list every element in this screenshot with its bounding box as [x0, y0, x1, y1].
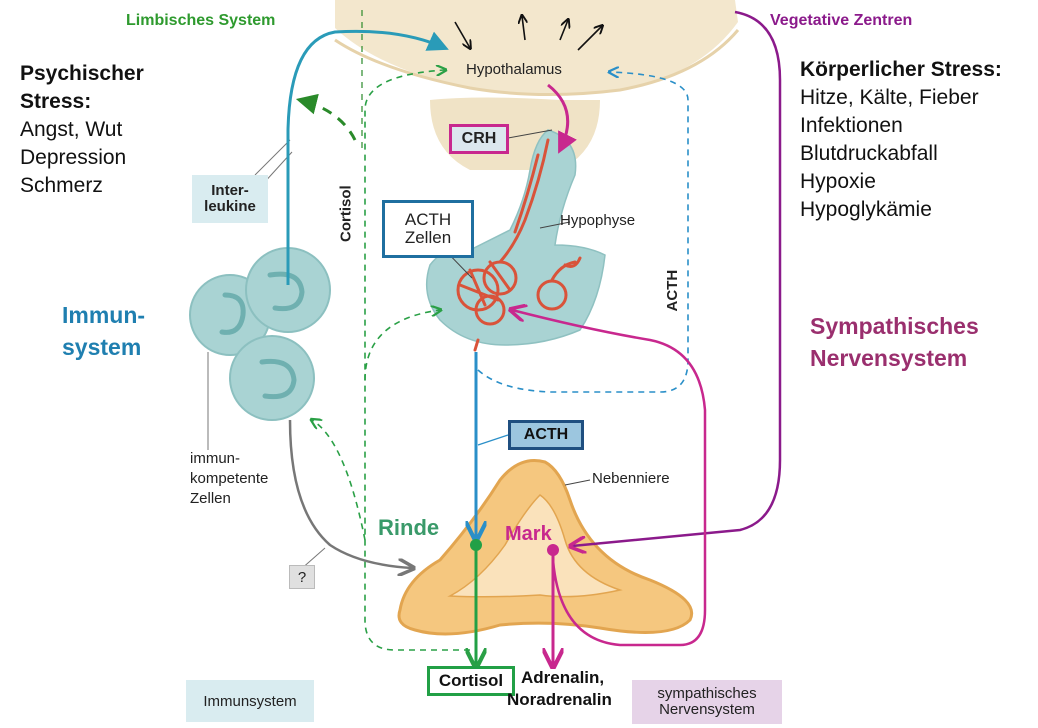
hypophyse-pointer — [539, 221, 571, 229]
psychic-stress-title-1: Psychischer — [20, 62, 144, 85]
psychic-stress-item: Depression — [20, 146, 127, 169]
psychic-stress-item: Schmerz — [20, 174, 103, 197]
immune-cells — [189, 247, 331, 421]
immune-system-title-2: system — [62, 334, 142, 360]
acth-cells-line-1: ACTH — [404, 210, 452, 230]
immune-cells-label-3: Zellen — [190, 490, 231, 507]
hypothalamus-shape — [335, 0, 738, 95]
psychic-stress-title-2: Stress: — [20, 90, 92, 113]
acth-box: ACTH — [508, 420, 584, 450]
acth-cells-line-2: Zellen — [404, 228, 452, 247]
limbic-system-label: Limbisches System — [126, 12, 276, 29]
acth-vertical-label: ACTH — [664, 269, 682, 312]
input-arrow-3 — [559, 20, 568, 41]
acth-loop — [477, 72, 689, 393]
cortisol-feedback-loop — [364, 70, 470, 651]
physical-stress-item: Infektionen — [800, 114, 903, 137]
portal-vessels — [456, 138, 582, 352]
question-box: ? — [289, 565, 315, 589]
crh-arrow — [547, 83, 577, 154]
footer-sympathetic-line-1: sympathisches — [657, 684, 757, 702]
mark-dot — [547, 544, 559, 556]
vegetative-centers-label: Vegetative Zentren — [770, 12, 913, 29]
footer-sympathetic-box: sympathisches Nervensystem — [632, 680, 782, 724]
acth-box-pointer — [477, 434, 509, 446]
rinde-label: Rinde — [378, 515, 440, 540]
crh-box: CRH — [449, 124, 509, 154]
mark-label: Mark — [505, 523, 552, 545]
cortisol-to-immune — [312, 420, 366, 541]
adrenalin-label-1: Adrenalin, — [521, 668, 605, 687]
rinde-dot — [470, 539, 482, 551]
immune-cells-label-1: immun- — [190, 450, 241, 467]
physical-stress-item: Hypoglykämie — [800, 198, 932, 221]
cortisol-vertical-label: Cortisol — [337, 185, 355, 242]
sympathetic-title-1: Sympathisches — [810, 313, 979, 339]
hypophyse-label: Hypophyse — [560, 212, 636, 229]
interleukine-line-2: leukine — [204, 198, 256, 215]
immune-system-title-1: Immun- — [62, 302, 146, 328]
input-arrow-1 — [454, 21, 470, 48]
immune-to-adrenal-arrow — [288, 419, 412, 568]
vegetative-pathway — [572, 10, 782, 546]
physical-stress-item: Hypoxie — [800, 170, 876, 193]
sympathetic-feedback-loop — [512, 310, 707, 647]
acth-cells-box: ACTH Zellen — [382, 200, 474, 258]
adrenalin-label-2: Noradrenalin — [507, 690, 612, 709]
interleukine-box: Inter- leukine — [192, 175, 268, 223]
physical-stress-item: Blutdruckabfall — [800, 142, 938, 165]
brain-shading — [334, 29, 740, 97]
crh-pointer — [507, 129, 553, 139]
nebenniere-label: Nebenniere — [592, 470, 670, 487]
cortisol-to-pituitary — [364, 310, 440, 381]
interleukine-line-1: Inter- — [211, 181, 249, 199]
footer-sympathetic-line-2: Nervensystem — [659, 701, 755, 718]
immune-cells-label-2: kompetente — [190, 470, 269, 487]
interleukine-arrow — [286, 29, 449, 285]
cortisol-output-box: Cortisol — [427, 666, 515, 696]
limbic-dashed-arrow — [295, 93, 357, 141]
adrenal-medulla-shape — [447, 494, 623, 598]
physical-stress-item: Hitze, Kälte, Fieber — [800, 86, 979, 109]
sympathetic-title-2: Nervensystem — [810, 345, 968, 371]
psychic-stress-item: Angst, Wut — [20, 118, 123, 141]
physical-stress-title: Körperlicher Stress: — [800, 58, 1002, 81]
input-arrow-2 — [522, 16, 525, 41]
footer-immune-box: Immunsystem — [186, 680, 314, 722]
hypothalamus-label: Hypothalamus — [466, 61, 562, 78]
nebenniere-pointer — [564, 479, 591, 486]
input-arrow-4 — [577, 26, 602, 51]
interleukine-pointer-1 — [254, 139, 291, 176]
